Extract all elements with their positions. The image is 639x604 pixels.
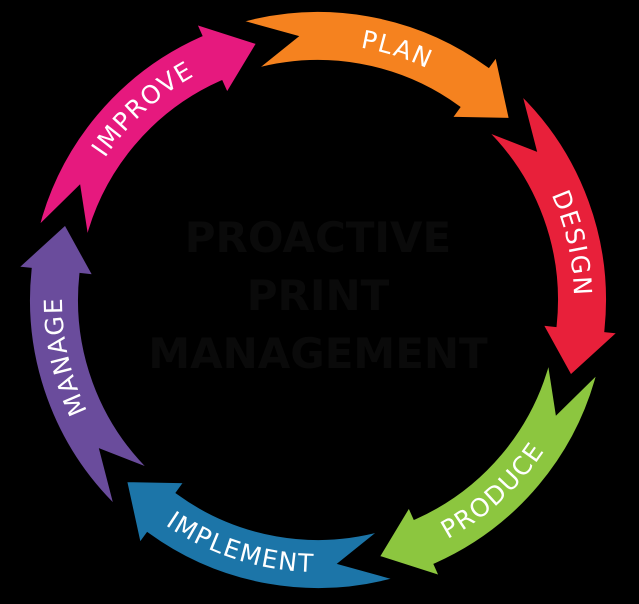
- arrow-produce: [374, 357, 604, 581]
- center-title: PROACTIVE PRINT MANAGEMENT: [148, 213, 488, 378]
- center-title-line-1: PROACTIVE: [185, 213, 452, 262]
- arrow-implement: [122, 478, 406, 592]
- arrow-improve: [32, 19, 262, 243]
- center-title-line-3: MANAGEMENT: [148, 329, 488, 378]
- arrow-plan: [230, 8, 514, 122]
- arrow-design: [481, 85, 625, 381]
- arrow-manage: [11, 219, 155, 515]
- center-title-line-2: PRINT: [247, 271, 390, 320]
